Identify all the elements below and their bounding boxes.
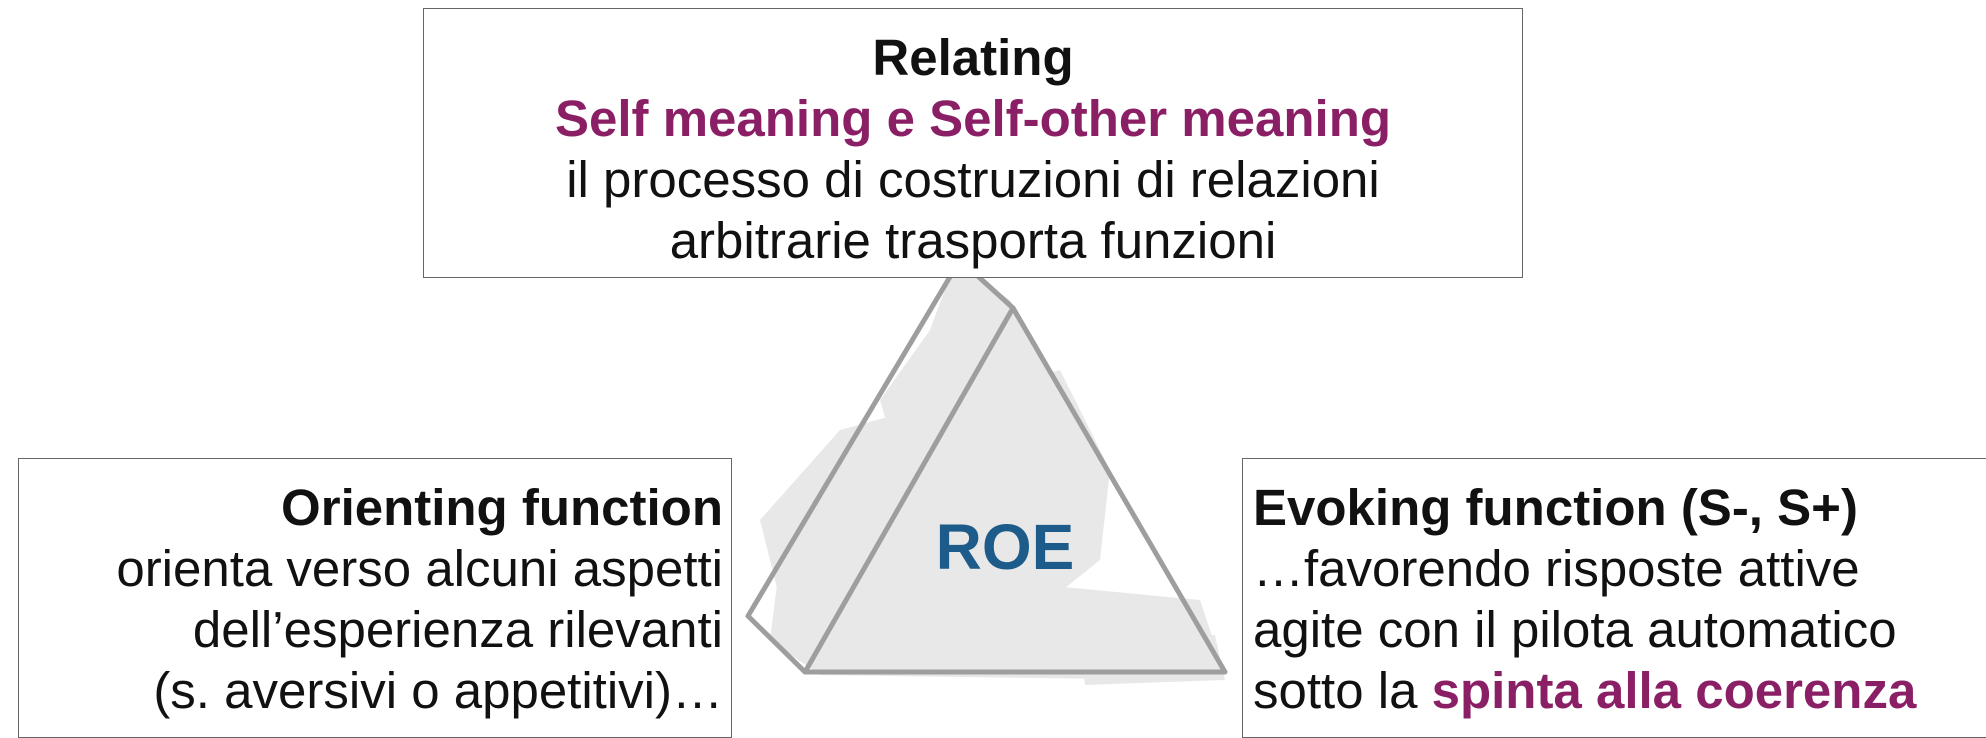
orienting-line-3: (s. aversivi o appetitivi)… bbox=[153, 662, 723, 719]
relating-subtitle: Self meaning e Self-other meaning bbox=[555, 90, 1391, 147]
roe-label: ROE bbox=[935, 511, 1075, 583]
orienting-box: Orienting function orienta verso alcuni … bbox=[18, 458, 732, 738]
evoking-line-3: sotto la spinta alla coerenza bbox=[1253, 660, 1986, 721]
relating-box: Relating Self meaning e Self-other meani… bbox=[423, 8, 1523, 278]
evoking-title: Evoking function (S-, S+) bbox=[1253, 479, 1858, 536]
orienting-title: Orienting function bbox=[281, 479, 723, 536]
pyramid-fill bbox=[760, 262, 1225, 685]
relating-title: Relating bbox=[872, 29, 1074, 86]
evoking-line-2: agite con il pilota automatico bbox=[1253, 601, 1897, 658]
orienting-line-1: orienta verso alcuni aspetti bbox=[116, 540, 723, 597]
evoking-line-3-prefix: sotto la bbox=[1253, 662, 1432, 719]
evoking-line-1: …favorendo risposte attive bbox=[1253, 540, 1860, 597]
relating-description-line-1: il processo di costruzioni di relazioni bbox=[566, 151, 1380, 208]
evoking-box: Evoking function (S-, S+) …favorendo ris… bbox=[1242, 458, 1986, 738]
pyramid-outline bbox=[745, 257, 1228, 675]
orienting-line-2: dell’esperienza rilevanti bbox=[192, 601, 723, 658]
evoking-highlight: spinta alla coerenza bbox=[1431, 662, 1917, 719]
relating-description-line-2: arbitrarie trasporta funzioni bbox=[669, 212, 1277, 269]
